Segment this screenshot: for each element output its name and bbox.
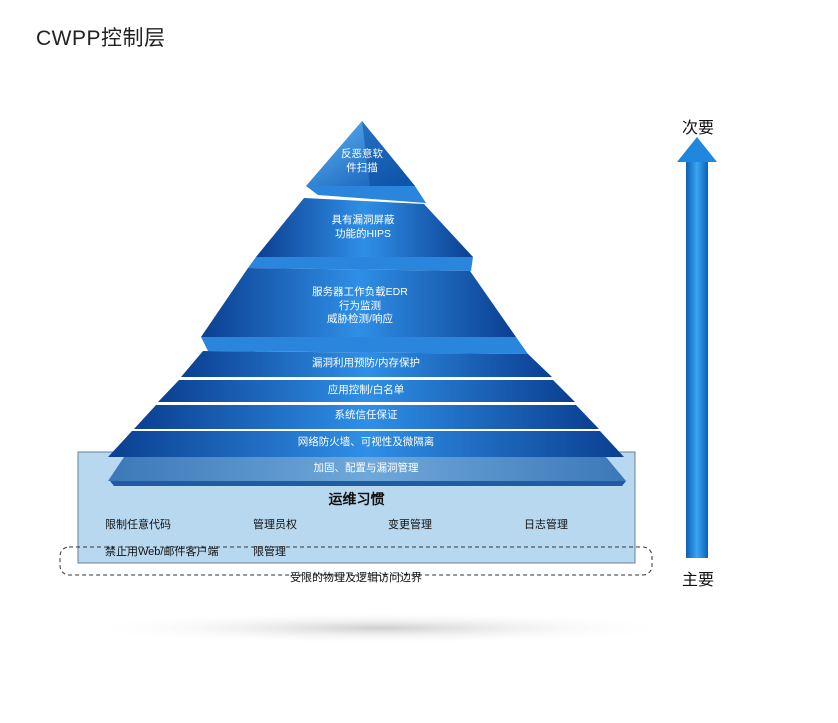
layer-tip-shading (362, 121, 415, 186)
layer-label-firewall: 网络防火墙、可视性及微隔离 (246, 436, 486, 450)
zigzag-band-2 (248, 257, 473, 271)
label-line: 服务器工作负载EDR (312, 286, 408, 298)
label-line: 威胁检测/响应 (327, 313, 393, 326)
base-title: 运维习惯 (328, 491, 385, 507)
base-item-no-web-mail: 禁止用Web/邮件客户端 (105, 546, 219, 558)
layer-hardening (108, 457, 626, 481)
layer-label-hips: 具有漏洞屏蔽 功能的HIPS (298, 214, 428, 241)
layer-edr (201, 268, 516, 337)
base-item-limit-management: 限管理 (253, 546, 286, 558)
layer-exploit-prevention (181, 351, 552, 377)
layer-label-exploit-prevention: 漏洞利用预防/内存保护 (266, 357, 466, 371)
label-line: 网络防火墙、可视性及微隔离 (297, 436, 435, 448)
axis-arrow-head (677, 137, 717, 162)
layer-hips (256, 198, 473, 257)
base-item-restrict-code: 限制任意代码 (105, 519, 171, 531)
boundary-dashed-box (59, 546, 653, 576)
label-line: 反恶意软 (341, 148, 383, 160)
page-title: CWPP控制层 (36, 27, 166, 50)
label-line: 漏洞利用预防/内存保护 (312, 357, 420, 369)
label-line: 功能的HIPS (334, 227, 391, 240)
label-line: 行为监测 (339, 299, 381, 312)
layer-firewall (108, 431, 624, 457)
layer-label-edr: 服务器工作负载EDR 行为监测 威胁检测/响应 (285, 286, 435, 327)
boundary-label: 受限的物理及逻辑访问边界 (290, 572, 422, 584)
base-item-log-management: 日志管理 (524, 519, 568, 531)
label-line: 具有漏洞屏蔽 (331, 214, 395, 226)
base-item-admin-rights: 管理员权 (253, 519, 297, 531)
label-line: 系统信任保证 (334, 409, 398, 421)
layer-label-antimalware: 反恶意软 件扫描 (322, 148, 402, 175)
floor-shadow (80, 612, 680, 644)
layer-label-system-trust: 系统信任保证 (266, 409, 466, 423)
label-line: 件扫描 (346, 161, 378, 174)
zigzag-band-3 (201, 337, 528, 354)
layer-label-app-control: 应用控制/白名单 (266, 384, 466, 398)
label-line: 加固、配置与漏洞管理 (313, 462, 419, 474)
label-line: 应用控制/白名单 (327, 384, 405, 396)
layer-app-control (158, 380, 575, 402)
layer-system-trust (134, 405, 599, 429)
base-item-change-management: 变更管理 (388, 519, 432, 531)
layer-label-hardening: 加固、配置与漏洞管理 (246, 462, 486, 476)
zigzag-band-1 (306, 186, 426, 203)
axis-label-primary: 主要 (681, 572, 714, 589)
layer-hardening-edge (110, 481, 626, 486)
axis-label-secondary: 次要 (681, 120, 714, 137)
axis-arrow-shaft (686, 160, 708, 558)
